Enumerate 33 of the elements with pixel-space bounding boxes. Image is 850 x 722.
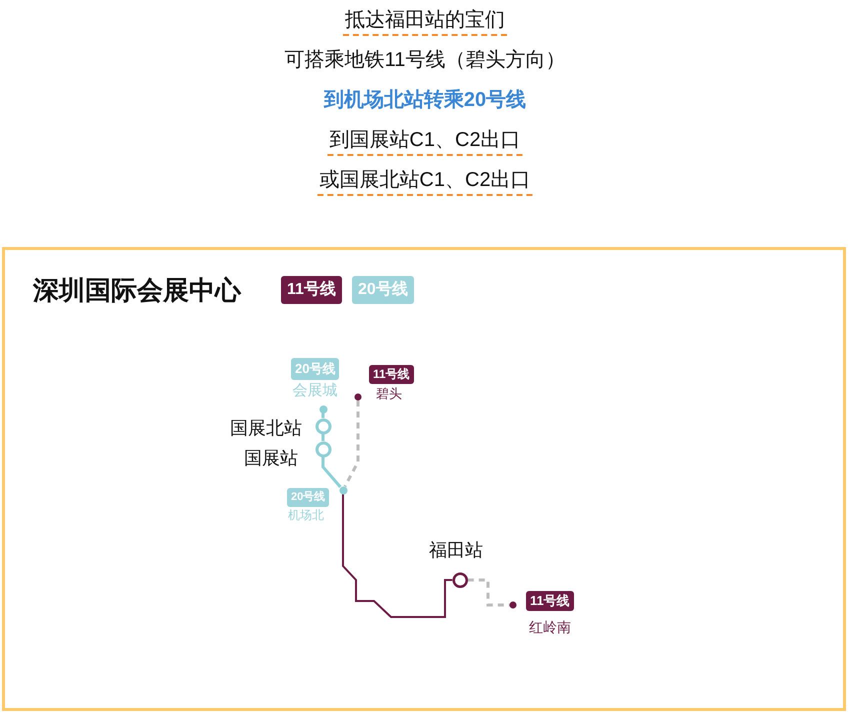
intro-text: 抵达福田站的宝们: [343, 8, 507, 36]
line-badge: 20号线: [291, 358, 340, 380]
line-badge: 20号线: [287, 488, 330, 507]
route-line: [322, 413, 324, 418]
panel-title: 深圳国际会展中心: [33, 275, 241, 305]
station-ring: [314, 418, 332, 434]
intro-text: 或国展北站C1、C2出口: [317, 168, 533, 196]
route-line: [468, 578, 510, 606]
intro-text: 可搭乘地铁11号线（碧头方向）: [284, 48, 566, 73]
station-dot: [318, 404, 328, 414]
intro-text: 到机场北站转乘20号线: [322, 88, 528, 113]
station-name: 福田站: [429, 539, 483, 561]
station-name: 碧头: [376, 384, 402, 402]
station-ring: [314, 440, 332, 458]
station-dot: [338, 486, 348, 494]
station-name: 国展北站: [230, 417, 302, 439]
station-name: 机场北: [288, 507, 324, 523]
legend-badge: 11号线: [281, 276, 342, 304]
legend-badge: 20号线: [352, 276, 414, 304]
station-name: 会展城: [292, 380, 338, 400]
map-panel: [2, 247, 846, 711]
route-line: [322, 457, 342, 488]
station-ring: [452, 572, 468, 588]
station-name: 红岭南: [529, 618, 571, 636]
station-dot: [354, 393, 362, 401]
intro-text: 到国展站C1、C2出口: [327, 128, 523, 156]
line-badge: 11号线: [369, 365, 414, 384]
line-badge: 11号线: [526, 591, 574, 611]
route-line: [344, 400, 360, 488]
route-line: [342, 494, 452, 618]
station-dot: [509, 601, 517, 609]
station-name: 国展站: [244, 447, 298, 469]
route-line: [322, 434, 324, 441]
